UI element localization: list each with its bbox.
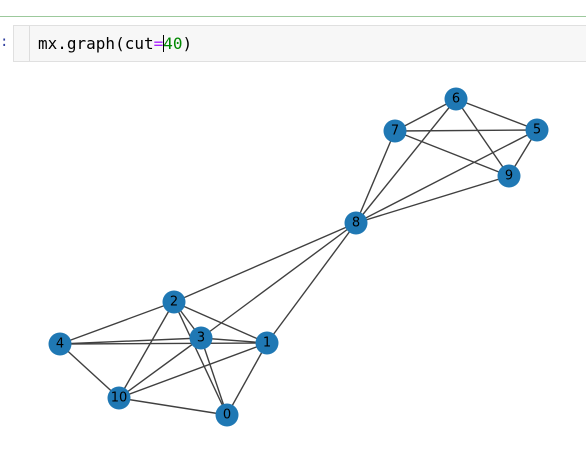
graph-edge-8-2 (173, 222, 357, 303)
graph-edge-3-10 (118, 337, 202, 399)
graph-nodes: 0 1 2 3 4 5 6 7 8 9 10 (48, 87, 549, 427)
node-circle (255, 331, 279, 355)
code-cell-input[interactable]: mx.graph(cut=40) (13, 25, 586, 62)
graph-edge-1-10 (118, 342, 268, 399)
graph-node-2: 2 (162, 290, 186, 314)
graph-edge-6-9 (455, 98, 510, 177)
code-close-paren: ) (182, 34, 193, 53)
cell-gutter (29, 26, 30, 61)
graph-node-9: 9 (497, 164, 521, 188)
graph-edge-2-1 (173, 301, 268, 344)
graph-edge-6-5 (455, 98, 538, 131)
node-label: 5 (533, 123, 541, 138)
graph-edge-4-10 (59, 343, 120, 399)
node-label: 6 (452, 92, 460, 107)
node-circle (215, 403, 239, 427)
code-line[interactable]: mx.graph(cut=40) (38, 35, 192, 53)
node-label: 4 (56, 337, 64, 352)
node-label: 0 (223, 408, 231, 423)
text-cursor (163, 35, 165, 52)
node-label: 10 (111, 391, 128, 406)
graph-edge-2-10 (118, 301, 175, 399)
graph-edge-9-8 (355, 175, 510, 224)
graph-edge-8-3 (200, 222, 357, 339)
node-circle (497, 164, 521, 188)
node-circle (162, 290, 186, 314)
graph-edge-7-8 (355, 130, 396, 224)
node-label: 9 (505, 169, 513, 184)
graph-edge-2-4 (59, 301, 175, 345)
graph-node-6: 6 (444, 87, 468, 111)
node-label: 3 (197, 331, 205, 346)
input-prompt: : (0, 34, 9, 50)
graph-edge-10-0 (118, 397, 228, 416)
graph-node-10: 10 (107, 386, 131, 410)
graph-node-3: 3 (189, 326, 213, 350)
graph-edge-4-1 (59, 342, 268, 345)
graph-edge-7-9 (394, 130, 510, 177)
graph-edge-1-0 (226, 342, 268, 416)
node-label: 7 (391, 124, 399, 139)
graph-edge-6-8 (355, 98, 457, 224)
node-circle (444, 87, 468, 111)
code-call: mx.graph(cut (38, 34, 154, 53)
node-circle (107, 386, 131, 410)
node-circle (383, 119, 407, 143)
node-circle (189, 326, 213, 350)
graph-node-5: 5 (525, 118, 549, 142)
graph-edge-2-0 (173, 301, 228, 416)
graph-node-7: 7 (383, 119, 407, 143)
graph-node-0: 0 (215, 403, 239, 427)
graph-edge-8-1 (266, 222, 357, 344)
node-label: 8 (352, 216, 360, 231)
graph-node-8: 8 (344, 211, 368, 235)
graph-edge-4-3 (59, 337, 202, 345)
graph-node-1: 1 (255, 331, 279, 355)
graph-edge-5-8 (355, 129, 538, 224)
code-operator: = (153, 34, 164, 53)
node-circle (344, 211, 368, 235)
node-label: 2 (170, 295, 178, 310)
graph-node-4: 4 (48, 332, 72, 356)
cell-top-border (0, 16, 586, 17)
node-label: 1 (263, 336, 271, 351)
graph-edge-7-5 (394, 129, 538, 132)
node-circle (48, 332, 72, 356)
node-circle (525, 118, 549, 142)
graph-edges (59, 98, 538, 416)
code-number: 40 (163, 34, 183, 53)
graph-edge-3-0 (200, 337, 228, 416)
